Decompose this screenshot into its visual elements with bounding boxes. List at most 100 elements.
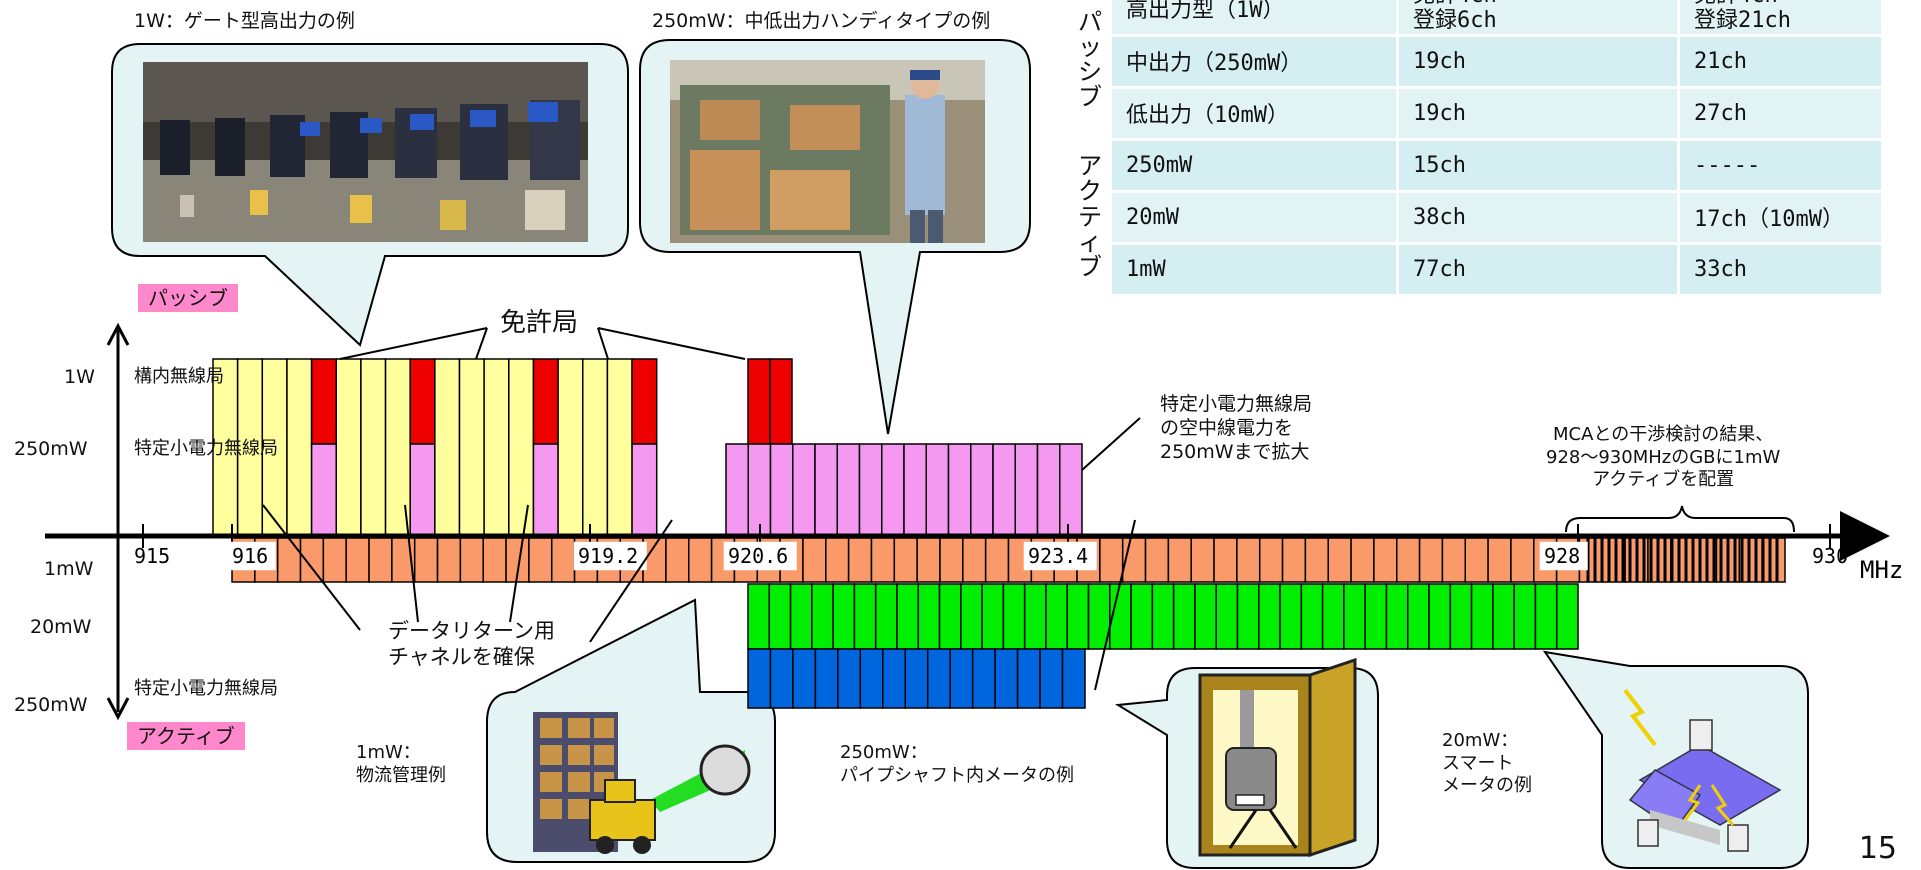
active-250mw-channel-bar bbox=[1016, 648, 1041, 709]
frequency-label-box bbox=[227, 541, 276, 571]
axis-250mw-bottom: 250mW bbox=[14, 694, 88, 716]
active-250mw-channel-bar bbox=[792, 648, 817, 709]
table-cell: 免許4ch 登録21ch bbox=[1677, 0, 1884, 37]
table-cat-passive: パッシブ bbox=[1068, 0, 1112, 141]
active-20mw-channel-bar bbox=[789, 583, 813, 650]
active-1mw-channel-bar bbox=[1350, 537, 1375, 583]
active-20mw-channel-bar bbox=[768, 583, 792, 650]
license-channel-red-bar bbox=[310, 358, 338, 445]
warehouse-gate-photo bbox=[143, 62, 588, 242]
frequency-label: 923.4 bbox=[1028, 544, 1088, 568]
active-1mw-channel-bar bbox=[1510, 537, 1535, 583]
frequency-label: 916 bbox=[232, 544, 268, 568]
passive-1w-channel-bar bbox=[360, 358, 387, 536]
axis-20mw: 20mW bbox=[30, 616, 92, 638]
pipe-meter-note: 250mW： パイプシャフト内メータの例 bbox=[840, 742, 1074, 786]
channel-count-table: パッシブ 高出力型（1W） 免許4ch 登録6ch 免許4ch 登録21ch 中… bbox=[1068, 0, 1884, 297]
active-1mw-channel-bar bbox=[482, 537, 507, 583]
license-station-label: 免許局 bbox=[500, 308, 579, 338]
active-1mw-channel-bar bbox=[528, 537, 553, 583]
table-cell: 38ch bbox=[1396, 189, 1680, 245]
passive-250mw-channel-bar bbox=[1036, 443, 1061, 536]
active-20mw-channel-bar bbox=[1023, 583, 1047, 650]
axis-250mw-bottom-station: 特定小電力無線局 bbox=[134, 678, 278, 699]
logistics-note: 1mW： 物流管理例 bbox=[356, 742, 446, 786]
active-1mw-channel-bar bbox=[893, 537, 918, 583]
active-20mw-channel-bar bbox=[1279, 583, 1303, 650]
active-20mw-channel-bar bbox=[1364, 583, 1388, 650]
active-1mw-channel-bar bbox=[916, 537, 941, 583]
active-250mw-channel-bar bbox=[747, 648, 772, 709]
axis-250mw-top-station: 特定小電力無線局 bbox=[134, 438, 278, 459]
data-return-note: データリターン用 チャネルを確保 bbox=[388, 619, 555, 670]
passive-1w-channel-bar bbox=[483, 358, 510, 536]
active-1mw-channel-bar bbox=[802, 537, 827, 583]
expand-power-note: 特定小電力無線局 の空中線電力を 250mWまで拡大 bbox=[1160, 393, 1313, 463]
table-cell: 77ch bbox=[1396, 241, 1680, 297]
active-1mw-channel-bar bbox=[1464, 537, 1489, 583]
active-1mw-channel-bar bbox=[368, 537, 393, 583]
active-20mw-channel-bar bbox=[1534, 583, 1558, 650]
table-row: 低出力（10mW） 19ch 27ch bbox=[1070, 85, 1884, 141]
active-1mw-channel-bar bbox=[939, 537, 964, 583]
active-20mw-channel-bar bbox=[1555, 583, 1579, 650]
passive-1w-channel-bar bbox=[335, 358, 362, 536]
axis-250mw-top: 250mW bbox=[14, 438, 88, 460]
active-1mw-channel-bar bbox=[459, 537, 484, 583]
passive-250mw-channel-bar bbox=[1014, 443, 1039, 536]
active-tag: アクティブ bbox=[127, 722, 245, 750]
active-1mw-channel-bar bbox=[1396, 537, 1421, 583]
passive-1w-channel-bar bbox=[384, 358, 411, 536]
active-1mw-channel-bar bbox=[1761, 537, 1786, 583]
active-20mw-channel-bar bbox=[1513, 583, 1537, 650]
active-1mw-channel-bar bbox=[665, 537, 690, 583]
active-20mw-channel-bar bbox=[1385, 583, 1409, 650]
active-250mw-channel-bar bbox=[994, 648, 1019, 709]
passive-1w-channel-bar bbox=[434, 358, 461, 536]
passive-250mw-channel-bar bbox=[814, 443, 838, 536]
active-1mw-channel-bar bbox=[322, 537, 347, 583]
active-20mw-channel-bar bbox=[1215, 583, 1239, 650]
gb-brace bbox=[1565, 505, 1795, 533]
active-1mw-channel-bar bbox=[962, 537, 987, 583]
table-row: パッシブ 高出力型（1W） 免許4ch 登録6ch 免許4ch 登録21ch bbox=[1068, 0, 1884, 141]
active-20mw-channel-bar bbox=[1130, 583, 1154, 650]
table-cell: 20mW bbox=[1109, 189, 1399, 245]
active-1mw-channel-bar bbox=[1670, 537, 1695, 583]
active-20mw-channel-bar bbox=[960, 583, 983, 650]
active-20mw-channel-bar bbox=[917, 583, 941, 650]
passive-250mw-channel-bar bbox=[992, 443, 1016, 536]
active-20mw-channel-bar bbox=[1151, 583, 1175, 650]
active-20mw-channel-bar bbox=[981, 583, 1005, 650]
expand-power-pointer-lines bbox=[1081, 417, 1141, 691]
passive-1w-channel-bar bbox=[606, 358, 633, 536]
passive-250mw-channel-bar bbox=[947, 443, 972, 536]
active-250mw-channel-bar bbox=[769, 648, 794, 709]
passive-250mw-channel-bar bbox=[970, 443, 994, 536]
license-channel-red-bar bbox=[631, 358, 658, 445]
table-cell: ----- bbox=[1677, 137, 1884, 193]
license-channel-red-bar bbox=[532, 358, 559, 445]
passive-1w-channel-bar bbox=[458, 358, 485, 536]
passive-250mw-channel-bar bbox=[792, 443, 816, 536]
active-20mw-channel-bar bbox=[1321, 583, 1345, 650]
passive-250mw-channel-bar bbox=[769, 443, 794, 536]
active-20mw-channel-bar bbox=[1236, 583, 1260, 650]
table-row: 1mW 77ch 33ch bbox=[1070, 241, 1884, 297]
active-250mw-channel-bar bbox=[971, 648, 996, 709]
active-20mw-channel-bar bbox=[747, 583, 771, 650]
active-20mw-channel-bar bbox=[853, 583, 877, 650]
axis-1mw: 1mW bbox=[44, 558, 94, 580]
active-250mw-channel-bar bbox=[882, 648, 907, 709]
active-1mw-channel-bar bbox=[1373, 537, 1398, 583]
frequency-label: 928 bbox=[1544, 544, 1580, 568]
frequency-label-box bbox=[1539, 541, 1588, 571]
frequency-label-box bbox=[573, 541, 647, 571]
frequency-label-box bbox=[1023, 541, 1097, 571]
table-cell: 低出力（10mW） bbox=[1109, 85, 1399, 141]
license-channel-pink-bar bbox=[532, 443, 559, 536]
passive-1w-channel-bar bbox=[261, 358, 288, 536]
active-20mw-channel-bar bbox=[1002, 583, 1026, 650]
